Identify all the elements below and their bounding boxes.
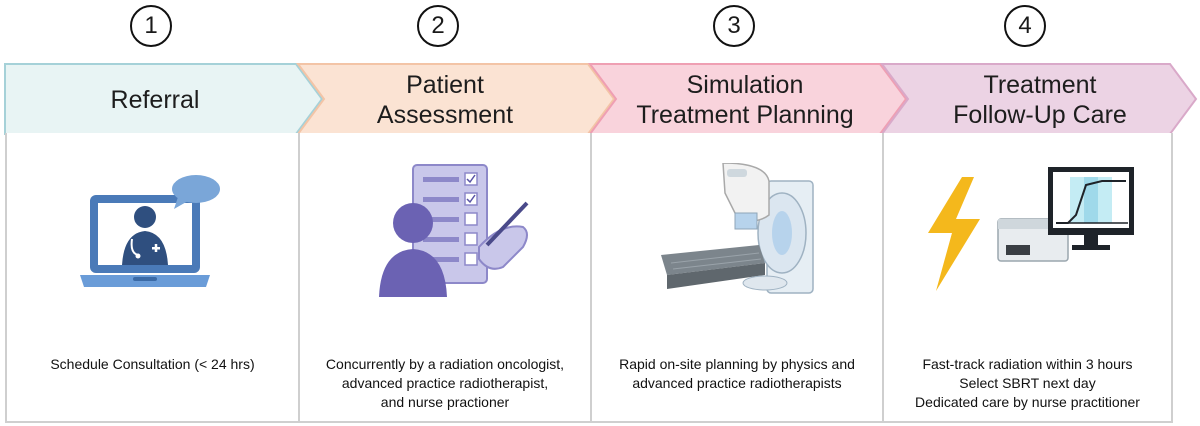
radiation-monitor-icon [884,163,1171,313]
stage-2-description-line-1: Concurrently by a radiation oncologist, [325,356,565,372]
stage-2-description-line-2: advanced practice radiotherapist, [341,375,549,391]
stage-3-title-line-2: Treatment Planning [636,101,854,129]
stage-4-title-line-2: Follow-Up Care [953,101,1127,129]
stage-2-panel: Concurrently by a radiation oncologist, … [298,133,590,423]
stage-2-description: Concurrently by a radiation oncologist, … [304,355,586,412]
stage-2-title-line-1: Patient [406,71,484,99]
stage-1-chevron [4,63,324,135]
lightning-bolt-icon [927,177,980,291]
stage-1-description-line-1: Schedule Consultation (< 24 hrs) [50,356,255,372]
stage-4-title: Treatment Follow-Up Care [890,66,1190,134]
stage-1-description: Schedule Consultation (< 24 hrs) [11,355,294,374]
stage-1-title-line: Referral [110,86,200,114]
stage-3-title: Simulation Treatment Planning [595,66,895,134]
stage-3-number: 3 [713,5,755,47]
stage-4-description: Fast-track radiation within 3 hours Sele… [888,355,1167,412]
stage-1-number: 1 [130,5,172,47]
telehealth-laptop-icon [7,163,298,313]
patient-checklist-icon [300,163,590,313]
stage-chevron-band [4,63,1198,135]
stage-4-panel: Fast-track radiation within 3 hours Sele… [882,133,1173,423]
linac-machine-icon [592,163,882,313]
stage-1-title: Referral [10,66,300,134]
stage-3-title-line-1: Simulation [686,71,804,99]
stage-2-description-line-3: and nurse practioner [380,394,510,410]
stage-3-panel: Rapid on-site planning by physics and ad… [590,133,882,423]
stage-4-description-line-1: Fast-track radiation within 3 hours [922,356,1133,372]
stage-1-panel: Schedule Consultation (< 24 hrs) [5,133,298,423]
stage-4-description-line-2: Select SBRT next day [959,375,1096,391]
stage-4-title-line-1: Treatment [983,71,1097,99]
stage-2-number: 2 [417,5,459,47]
stage-3-description-line-2: advanced practice radiotherapists [632,375,842,391]
stage-3-description: Rapid on-site planning by physics and ad… [596,355,878,393]
stage-2-title: Patient Assessment [300,66,590,134]
stage-3-description-line-1: Rapid on-site planning by physics and [619,356,855,372]
stage-4-number: 4 [1004,5,1046,47]
stage-4-description-line-3: Dedicated care by nurse practitioner [915,394,1140,410]
stage-2-title-line-2: Assessment [376,101,514,129]
